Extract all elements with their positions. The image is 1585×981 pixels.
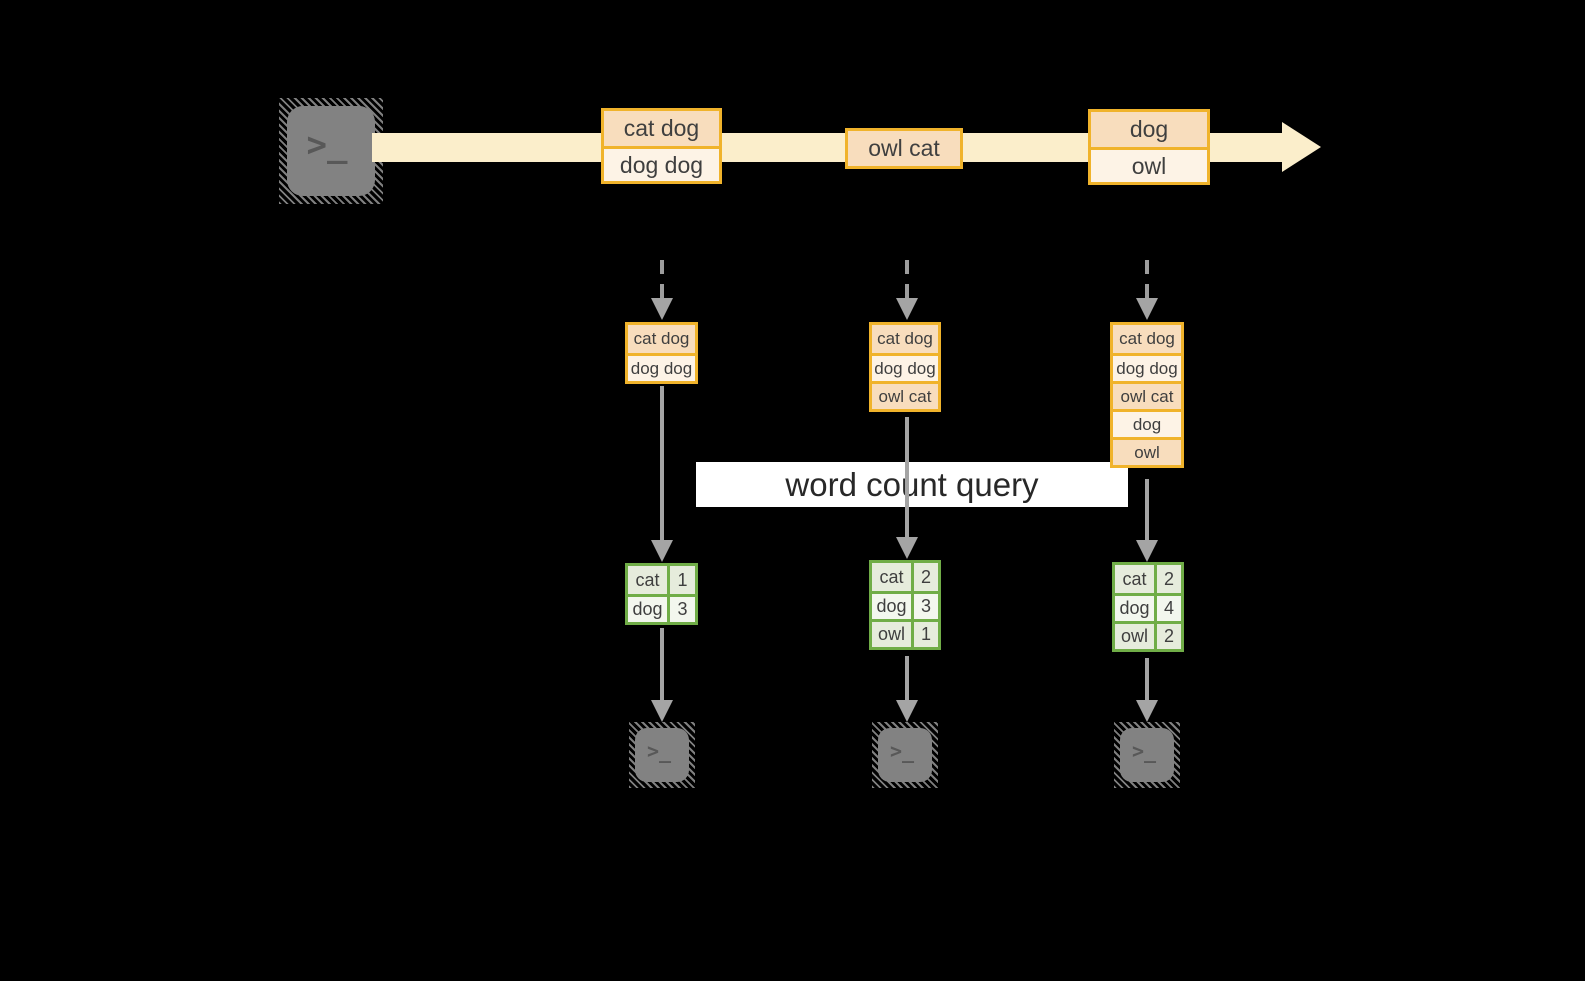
count-value: 4	[1157, 596, 1181, 621]
terminal-icon-body: >_	[1120, 728, 1174, 782]
stream-event-box-2: owl cat	[845, 128, 963, 169]
buffer-line: cat dog	[628, 325, 695, 353]
terminal-icon-body: >_	[878, 728, 932, 782]
terminal-prompt-glyph: >_	[1131, 739, 1157, 763]
dashed-arrow-line-3	[1145, 260, 1149, 298]
count-value: 3	[914, 594, 938, 619]
query-banner: word count query	[696, 462, 1128, 507]
buffer-line: dog dog	[872, 353, 938, 381]
count-row: cat 2	[872, 563, 938, 591]
count-value: 2	[1157, 565, 1181, 593]
count-value: 3	[670, 597, 695, 622]
arrow-line	[905, 656, 909, 700]
count-word: cat	[628, 566, 670, 594]
terminal-icon-body: >_	[287, 106, 375, 196]
count-table-1: cat 1 dog 3	[625, 563, 698, 625]
count-word: owl	[1115, 624, 1157, 649]
terminal-icon: >_	[1114, 722, 1180, 788]
count-table-2: cat 2 dog 3 owl 1	[869, 560, 941, 650]
terminal-prompt-glyph: >_	[306, 125, 348, 165]
count-word: dog	[872, 594, 914, 619]
stream-arrowhead-icon	[1282, 122, 1321, 172]
count-value: 2	[914, 563, 938, 591]
buffer-line: dog	[1113, 409, 1181, 437]
dashed-arrowhead-icon-2	[896, 298, 918, 320]
count-row: dog 4	[1115, 593, 1181, 621]
arrowhead-icon	[896, 700, 918, 722]
arrow-line	[660, 386, 664, 540]
arrowhead-icon	[1136, 540, 1158, 562]
arrowhead-icon	[896, 537, 918, 559]
terminal-icon: >_	[872, 722, 938, 788]
buffer-line: dog dog	[628, 353, 695, 381]
dashed-arrow-line-1	[660, 260, 664, 298]
arrowhead-icon	[651, 540, 673, 562]
count-value: 2	[1157, 624, 1181, 649]
terminal-prompt-glyph: >_	[889, 739, 915, 763]
arrowhead-icon	[1136, 700, 1158, 722]
arrow-line	[1145, 479, 1149, 540]
buffer-line: cat dog	[872, 325, 938, 353]
count-row: owl 2	[1115, 621, 1181, 649]
buffer-stack-3: cat dog dog dog owl cat dog owl	[1110, 322, 1184, 468]
dashed-arrowhead-icon-3	[1136, 298, 1158, 320]
stream-event-box-1: cat dog dog dog	[601, 108, 722, 184]
count-word: dog	[628, 597, 670, 622]
stream-event-line: owl	[1091, 147, 1207, 182]
terminal-prompt-glyph: >_	[646, 739, 672, 763]
count-row: owl 1	[872, 619, 938, 647]
count-value: 1	[914, 622, 938, 647]
stream-event-line: dog dog	[604, 146, 719, 181]
stream-event-line: cat dog	[604, 111, 719, 146]
stream-event-line: dog	[1091, 112, 1207, 147]
count-word: dog	[1115, 596, 1157, 621]
count-row: cat 1	[628, 566, 695, 594]
count-word: cat	[872, 563, 914, 591]
arrow-line	[905, 417, 909, 537]
arrowhead-icon	[651, 700, 673, 722]
dashed-arrow-line-2	[905, 260, 909, 298]
buffer-line: owl cat	[872, 381, 938, 409]
terminal-icon: >_	[629, 722, 695, 788]
buffer-stack-2: cat dog dog dog owl cat	[869, 322, 941, 412]
terminal-icon-body: >_	[635, 728, 689, 782]
stream-event-box-3: dog owl	[1088, 109, 1210, 185]
count-row: dog 3	[628, 594, 695, 622]
count-table-3: cat 2 dog 4 owl 2	[1112, 562, 1184, 652]
buffer-line: cat dog	[1113, 325, 1181, 353]
stream-event-line: owl cat	[848, 131, 960, 166]
count-value: 1	[670, 566, 695, 594]
arrow-line	[660, 628, 664, 700]
count-word: owl	[872, 622, 914, 647]
buffer-stack-1: cat dog dog dog	[625, 322, 698, 384]
buffer-line: owl cat	[1113, 381, 1181, 409]
count-row: cat 2	[1115, 565, 1181, 593]
count-row: dog 3	[872, 591, 938, 619]
terminal-icon: >_	[279, 98, 383, 204]
buffer-line: owl	[1113, 437, 1181, 465]
buffer-line: dog dog	[1113, 353, 1181, 381]
dashed-arrowhead-icon-1	[651, 298, 673, 320]
count-word: cat	[1115, 565, 1157, 593]
arrow-line	[1145, 658, 1149, 700]
